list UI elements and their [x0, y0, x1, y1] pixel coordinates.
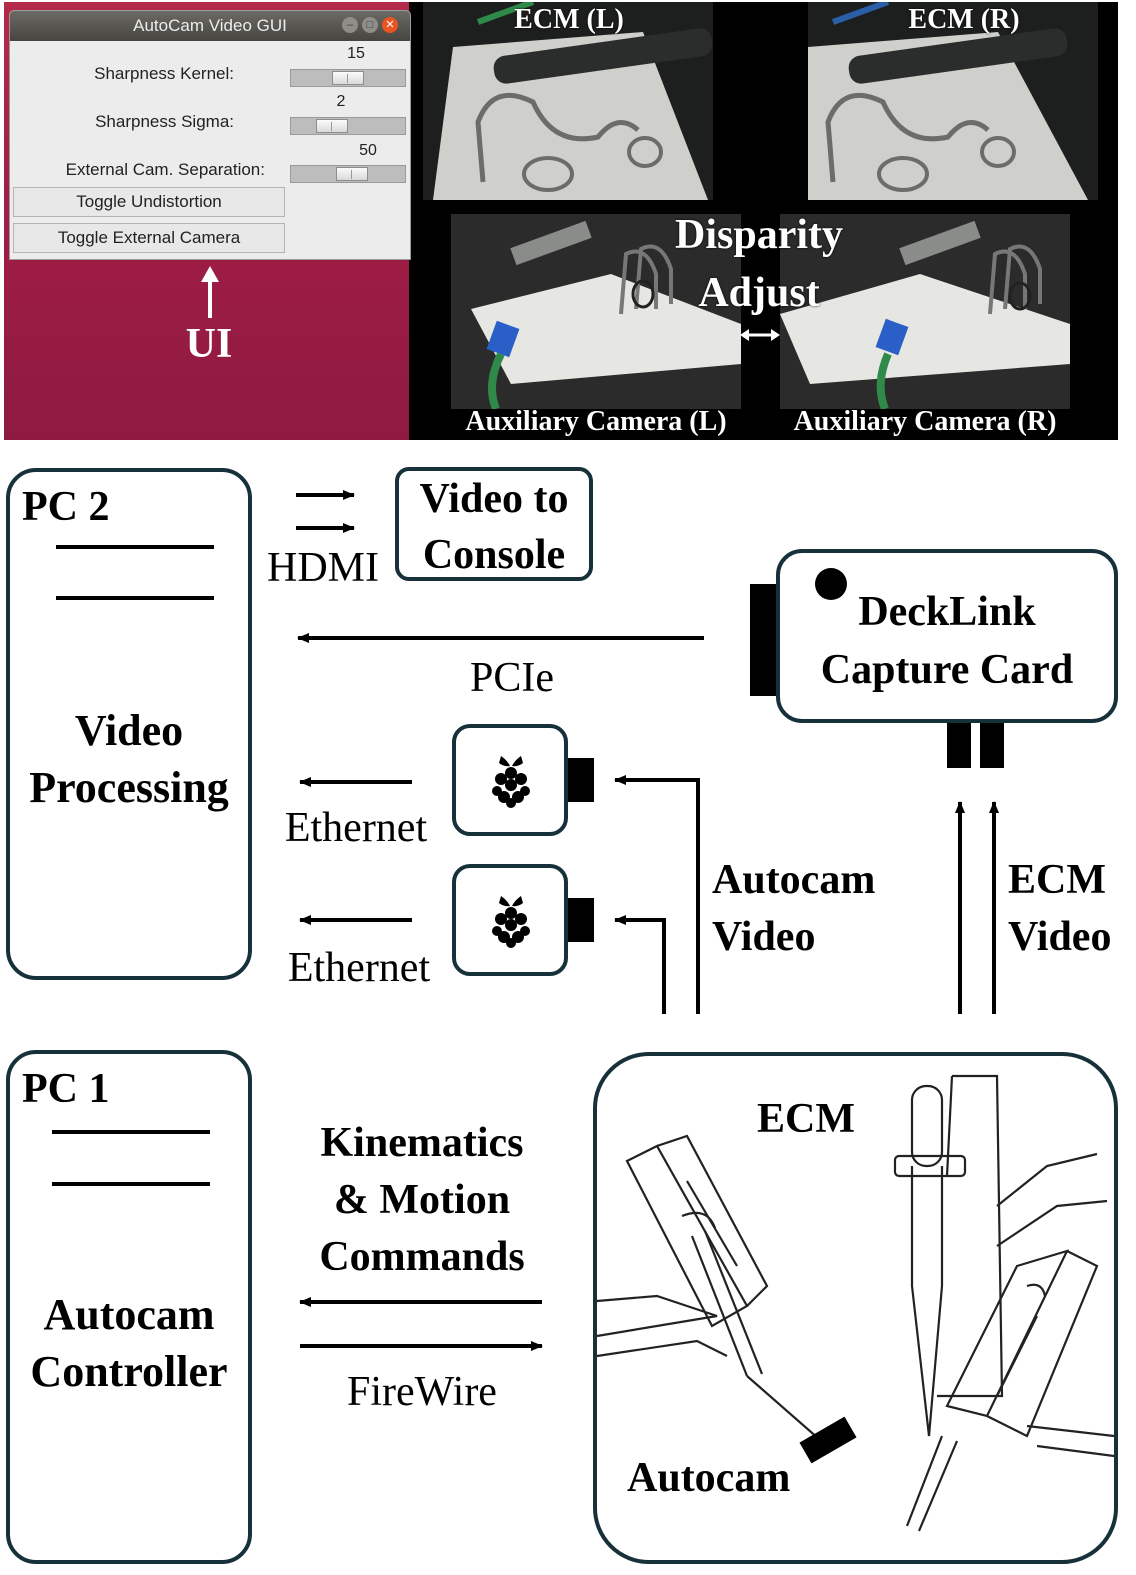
window-titlebar[interactable]: AutoCam Video GUI – □ ✕ — [10, 11, 410, 41]
pc2-title: PC 2 — [22, 484, 110, 530]
video-to-console-line-2: Console — [422, 532, 566, 578]
close-icon[interactable]: ✕ — [382, 17, 398, 33]
pc1-role: Autocam Controller — [10, 1286, 248, 1400]
video-to-console-label: Video to Console — [399, 471, 589, 583]
ecm-video-label: ECM Video — [1008, 852, 1111, 966]
firewire-label: FireWire — [347, 1369, 497, 1415]
commands-label: Kinematics & Motion Commands — [292, 1115, 552, 1286]
robot-arms-illustration — [597, 1074, 1114, 1532]
slider-thumb[interactable] — [316, 119, 348, 133]
robot-autocam-label: Autocam — [627, 1455, 791, 1501]
sharpness-kernel-slider[interactable] — [290, 69, 406, 87]
pc1-line-1 — [52, 1130, 210, 1134]
decklink-capture-card-box: DeckLink Capture Card — [776, 549, 1118, 723]
external-cam-separation-value: 50 — [359, 142, 377, 159]
ecm-video-line-2: Video — [1008, 914, 1112, 960]
commands-line-1: Kinematics — [320, 1120, 524, 1166]
pc2-role-line-1: Video — [74, 706, 184, 755]
hdmi-label: HDMI — [267, 545, 379, 591]
pi-camera-port-1 — [568, 758, 594, 802]
autocam-video-line-2: Video — [712, 914, 816, 960]
aux-right-label: Auxiliary Camera (R) — [793, 406, 1057, 437]
pc2-role: Video Processing — [10, 702, 248, 816]
disparity-line: Disparity — [675, 212, 843, 258]
minimize-icon[interactable]: – — [342, 17, 358, 33]
raspberry-pi-box-1 — [452, 724, 568, 836]
sharpness-sigma-slider[interactable] — [290, 117, 406, 135]
ecm-video-line-1: ECM — [1008, 857, 1106, 903]
sharpness-kernel-value: 15 — [347, 45, 365, 62]
raspberry-pi-icon — [492, 756, 530, 808]
commands-line-3: Commands — [319, 1234, 525, 1280]
ecm-right-label: ECM (R) — [908, 4, 1020, 35]
autocam-video-gui-window: AutoCam Video GUI – □ ✕ 15 Sharpness Ker… — [9, 10, 411, 260]
aux-left-label: Auxiliary Camera (L) — [465, 406, 727, 437]
slider-thumb[interactable] — [336, 167, 368, 181]
pcie-label: PCIe — [470, 655, 554, 701]
pc2-line-1 — [56, 545, 214, 549]
autocam-video-label: Autocam Video — [712, 852, 875, 966]
ecm-left-video — [423, 2, 713, 200]
decklink-port-1 — [947, 720, 971, 768]
maximize-icon[interactable]: □ — [362, 17, 378, 33]
pc2-line-2 — [56, 596, 214, 600]
external-cam-separation-slider[interactable] — [290, 165, 406, 183]
decklink-line-1: DeckLink — [858, 589, 1036, 635]
ui-label: UI — [185, 321, 233, 367]
commands-line-2: & Motion — [333, 1177, 511, 1223]
robot-ecm-label: ECM — [757, 1096, 855, 1142]
card-dot — [815, 568, 847, 600]
video-to-console-line-1: Video to — [419, 476, 569, 522]
pc1-line-2 — [52, 1182, 210, 1186]
up-arrow-icon — [201, 266, 219, 282]
autocam-video-line-1: Autocam — [712, 857, 876, 903]
sharpness-sigma-value: 2 — [336, 93, 346, 110]
decklink-port-2 — [980, 720, 1004, 768]
ecm-right-video — [808, 2, 1098, 200]
window-title: AutoCam Video GUI — [133, 16, 287, 35]
pc1-box: PC 1 Autocam Controller — [6, 1050, 252, 1564]
sharpness-kernel-label: Sharpness Kernel: — [94, 64, 234, 83]
toggle-undistortion-button[interactable]: Toggle Undistortion — [13, 187, 285, 217]
adjust-line: Adjust — [698, 270, 820, 316]
up-arrow-shaft — [208, 280, 212, 318]
pc2-box: PC 2 Video Processing — [6, 468, 252, 980]
desktop-background: AutoCam Video GUI – □ ✕ 15 Sharpness Ker… — [4, 2, 411, 440]
autocam-video-arrow-1 — [614, 775, 700, 1014]
ethernet-label-2: Ethernet — [287, 945, 431, 991]
ui-screenshot-panel: AutoCam Video GUI – □ ✕ 15 Sharpness Ker… — [4, 2, 1118, 440]
external-cam-separation-label: External Cam. Separation: — [65, 160, 265, 179]
aux-right-video — [780, 214, 1070, 409]
robot-box: ECM Autocam — [593, 1052, 1118, 1564]
pc1-role-line-1: Autocam — [43, 1290, 215, 1339]
toggle-external-camera-button[interactable]: Toggle External Camera — [13, 223, 285, 253]
ethernet-label-1: Ethernet — [284, 805, 428, 851]
connection-arrows — [296, 490, 999, 1351]
disparity-adjust-label: Disparity Adjust — [644, 206, 874, 322]
decklink-line-2: Capture Card — [820, 647, 1074, 693]
aux-left-video — [451, 214, 741, 409]
double-arrow-icon — [740, 329, 780, 341]
slider-thumb[interactable] — [332, 71, 364, 85]
ecm-left-label: ECM (L) — [514, 4, 624, 35]
raspberry-pi-icon — [492, 896, 530, 948]
pi-camera-port-2 — [568, 898, 594, 942]
decklink-bracket — [750, 584, 776, 696]
pc2-role-line-2: Processing — [29, 763, 229, 813]
decklink-label: DeckLink Capture Card — [780, 583, 1114, 699]
sharpness-sigma-label: Sharpness Sigma: — [95, 112, 234, 131]
pc1-role-line-2: Controller — [30, 1347, 228, 1397]
pc1-title: PC 1 — [22, 1066, 110, 1112]
raspberry-pi-box-2 — [452, 864, 568, 976]
video-to-console-box: Video to Console — [395, 467, 593, 581]
autocam-video-arrow-2 — [614, 915, 666, 1014]
